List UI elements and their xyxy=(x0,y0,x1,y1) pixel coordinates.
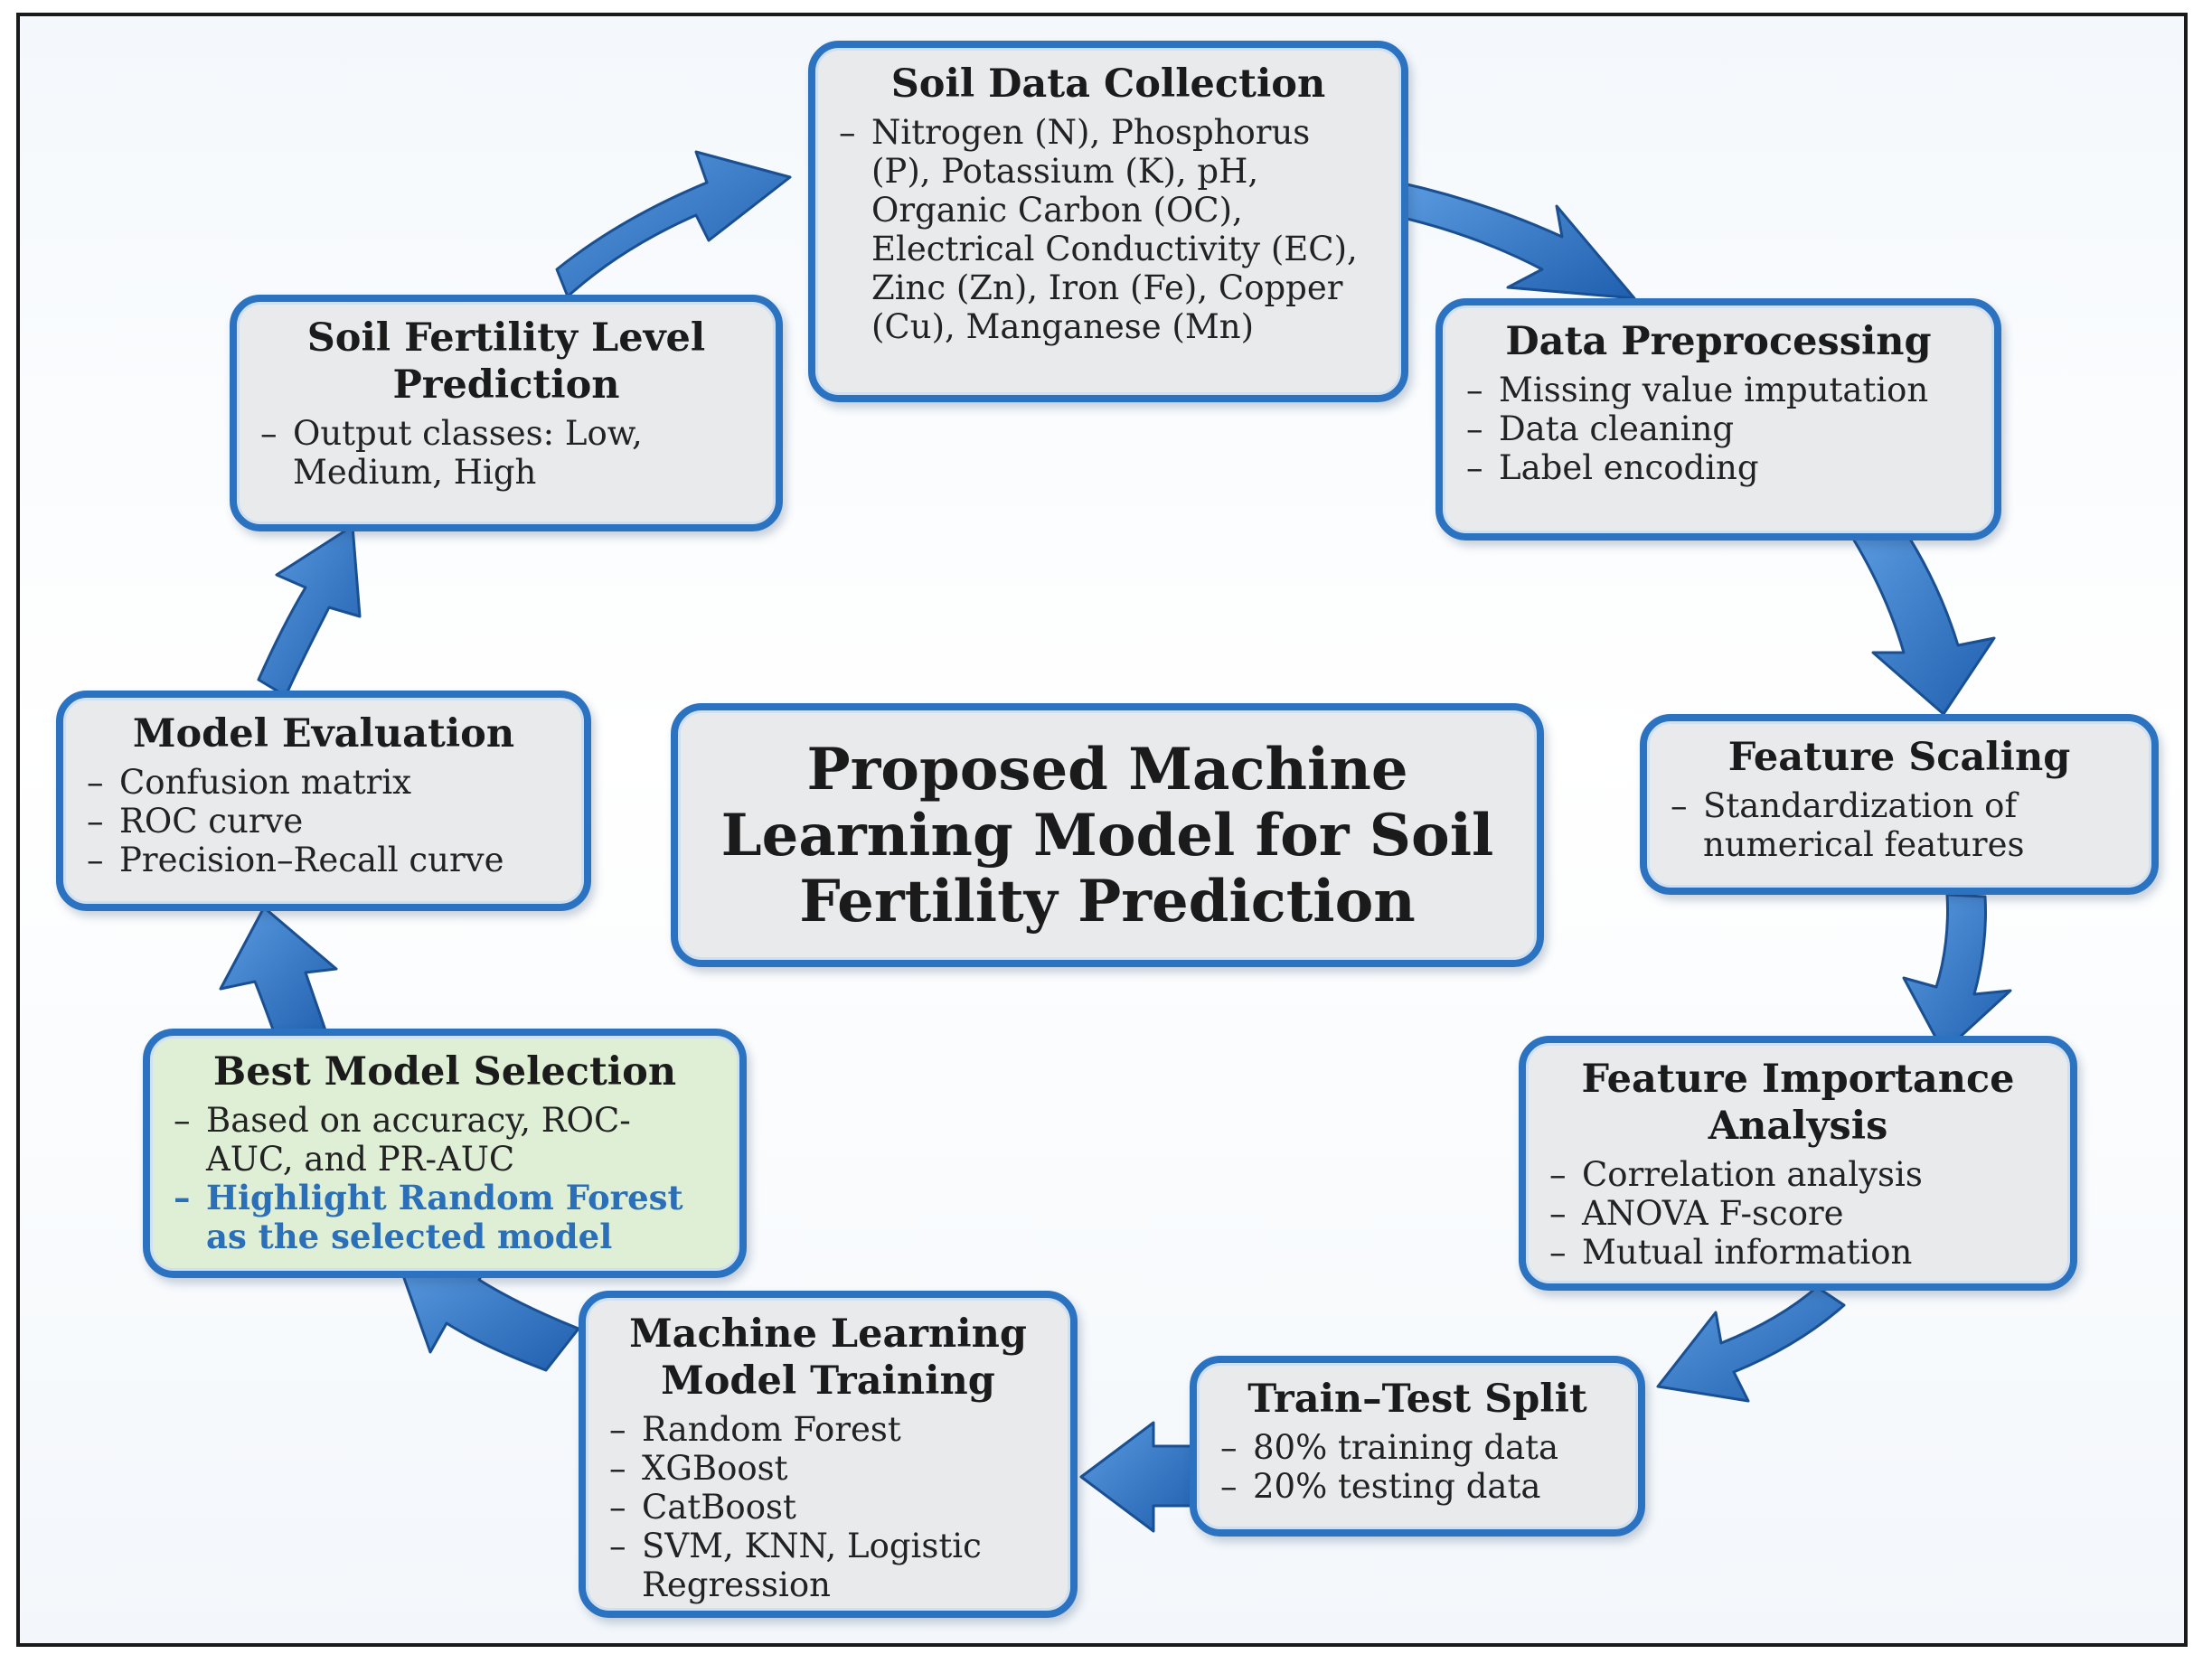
step-item: –Based on accuracy, ROC-AUC, and PR-AUC xyxy=(174,1101,631,1179)
step-item: –20% testing data xyxy=(1220,1467,1541,1506)
step-title: Data Preprocessing xyxy=(1505,319,1932,364)
arrow-evaluation-to-prediction xyxy=(257,524,362,698)
step-soil-data-collection: Soil Data Collection –Nitrogen (N), Phos… xyxy=(808,41,1408,402)
step-data-preprocessing: Data Preprocessing –Missing value imputa… xyxy=(1435,298,2001,540)
step-item: –CatBoost xyxy=(609,1488,796,1527)
step-item: –Confusion matrix xyxy=(87,763,412,802)
arrow-scaling-to-importance xyxy=(1902,893,2012,1054)
step-model-training: Machine Learning Model Training –Random … xyxy=(579,1291,1078,1618)
center-title-box: Proposed Machine Learning Model for Soil… xyxy=(671,703,1544,967)
step-item: –Random Forest xyxy=(609,1410,901,1449)
step-item: –Mutual information xyxy=(1549,1233,1913,1272)
step-item: –ANOVA F-score xyxy=(1549,1194,1844,1233)
step-item: –80% training data xyxy=(1220,1428,1559,1467)
step-item: –Label encoding xyxy=(1466,448,1759,487)
diagram-title: Proposed Machine Learning Model for Soil… xyxy=(720,735,1494,935)
step-item: –Standardization of numerical features xyxy=(1671,786,2025,864)
step-item: –Data cleaning xyxy=(1466,409,1735,448)
step-title: Model Evaluation xyxy=(132,711,515,757)
selected-model-note: –Highlight Random Forest as the selected… xyxy=(174,1178,683,1256)
arrow-importance-to-split xyxy=(1656,1285,1846,1403)
step-title: Soil Data Collection xyxy=(890,61,1326,107)
arrow-prediction-to-collection xyxy=(555,150,792,298)
arrow-preprocessing-to-scaling xyxy=(1851,524,1996,716)
arrow-collection-to-preprocessing xyxy=(1398,181,1636,300)
step-train-test-split: Train–Test Split –80% training data –20%… xyxy=(1190,1356,1645,1537)
step-title: Best Model Selection xyxy=(212,1049,677,1095)
step-best-model-selection: Best Model Selection –Based on accuracy,… xyxy=(143,1029,747,1278)
step-model-evaluation: Model Evaluation –Confusion matrix –ROC … xyxy=(56,691,591,911)
step-title: Soil Fertility Level Prediction xyxy=(306,315,706,408)
step-item: –Missing value imputation xyxy=(1466,371,1929,409)
step-item: –Correlation analysis xyxy=(1549,1155,1923,1194)
step-title: Machine Learning Model Training xyxy=(629,1311,1027,1404)
step-item: –SVM, KNN, Logistic Regression xyxy=(609,1527,982,1604)
step-title: Train–Test Split xyxy=(1247,1377,1587,1422)
step-item: –XGBoost xyxy=(609,1449,788,1488)
step-item: –Precision–Recall curve xyxy=(87,841,504,879)
step-item: –Nitrogen (N), Phosphorus (P), Potassium… xyxy=(839,113,1358,346)
step-title: Feature Importance Analysis xyxy=(1581,1057,2015,1149)
step-fertility-prediction: Soil Fertility Level Prediction –Output … xyxy=(230,295,783,531)
arrow-split-to-training xyxy=(1079,1421,1195,1533)
arrow-selection-to-evaluation xyxy=(219,906,338,1041)
step-feature-scaling: Feature Scaling –Standardization of nume… xyxy=(1640,714,2159,895)
step-item: –Output classes: Low, Medium, High xyxy=(260,414,643,492)
step-item: –ROC curve xyxy=(87,802,304,841)
arrow-training-to-selection xyxy=(398,1255,580,1372)
step-title: Feature Scaling xyxy=(1727,735,2071,780)
step-feature-importance: Feature Importance Analysis –Correlation… xyxy=(1519,1036,2077,1291)
